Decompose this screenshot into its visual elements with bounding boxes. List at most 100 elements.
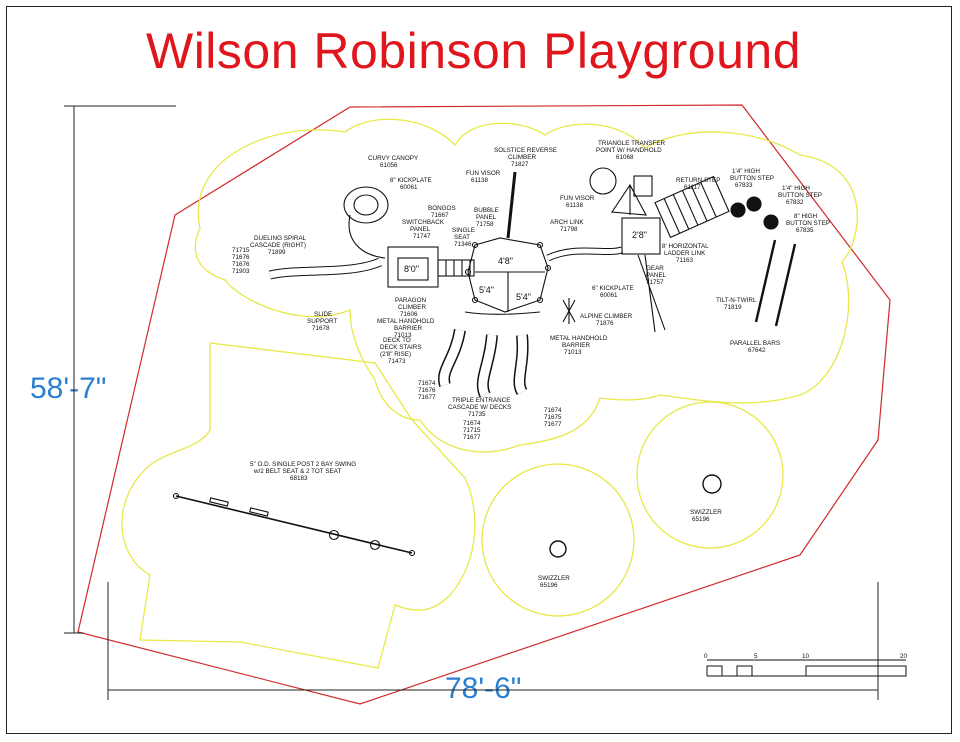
label-line: 8" HIGH bbox=[794, 213, 818, 220]
swizzler-surfacing-right bbox=[636, 401, 784, 549]
label-line: BARRIER bbox=[562, 342, 590, 349]
label-line: BUTTON STEP bbox=[778, 192, 822, 199]
deck-height-label: 4'8" bbox=[498, 256, 513, 266]
scale-label: 20 bbox=[900, 653, 908, 660]
label-line: 71827 bbox=[511, 161, 529, 168]
label-line: SINGLE bbox=[452, 227, 475, 234]
label-line: BUTTON STEP bbox=[730, 175, 774, 182]
label-line: BUTTON STEP bbox=[786, 220, 830, 227]
label-line: 71899 bbox=[268, 249, 286, 256]
label-line: 8" KICKPLATE bbox=[390, 177, 432, 184]
label-line: DUELING SPIRAL bbox=[254, 235, 307, 242]
label-line: 61138 bbox=[471, 177, 489, 184]
label-line: 71758 bbox=[476, 221, 494, 228]
label-line: FUN VISOR bbox=[466, 170, 501, 177]
label-line: SLIDE bbox=[314, 311, 332, 318]
scale-bar bbox=[706, 659, 907, 677]
label-line: RETURN STEP bbox=[676, 177, 720, 184]
label-line: 71013 bbox=[564, 349, 582, 356]
label-line: 71735 bbox=[468, 411, 486, 418]
scale-label: 10 bbox=[802, 653, 810, 660]
play-structure bbox=[268, 167, 797, 398]
label-line: 68183 bbox=[290, 475, 308, 482]
label-line: SWIZZLER bbox=[690, 509, 722, 516]
label-line: TRIPLE ENTRANCE bbox=[452, 397, 510, 404]
label-line: POINT W/ HANDHOLD bbox=[596, 147, 662, 154]
drawing-border bbox=[6, 6, 952, 734]
deck-height-label: 8'0" bbox=[404, 264, 419, 274]
label-line: 71757 bbox=[646, 279, 664, 286]
label-line: PANEL bbox=[646, 272, 667, 279]
label-line: ARCH LINK bbox=[550, 219, 584, 226]
label-line: 71798 bbox=[560, 226, 578, 233]
label-line: SOLSTICE REVERSE bbox=[494, 147, 557, 154]
deck-height-label: 2'8" bbox=[632, 230, 647, 240]
label-line: CLIMBER bbox=[398, 304, 426, 311]
label-line: 71715 bbox=[232, 247, 250, 254]
width-dimension-line bbox=[107, 582, 879, 700]
label-line: 71676 bbox=[232, 261, 250, 268]
label-line: 60061 bbox=[600, 292, 618, 299]
main-structure-surfacing-outline bbox=[194, 118, 858, 453]
label-line: CURVY CANOPY bbox=[368, 155, 419, 162]
label-line: SUPPORT bbox=[307, 318, 337, 325]
wheelchair-icon bbox=[589, 167, 617, 195]
label-line: TRIANGLE TRANSFER bbox=[598, 140, 666, 147]
label-line: BONGOS bbox=[428, 205, 456, 212]
label-line: w/2 BELT SEAT & 2 TOT SEAT bbox=[253, 468, 341, 475]
label-line: 71674 bbox=[544, 407, 562, 414]
swing-surfacing-outline bbox=[121, 342, 476, 669]
label-line: DECK STAIRS bbox=[380, 344, 422, 351]
swizzler-right bbox=[702, 474, 722, 494]
swizzler-left bbox=[549, 540, 567, 558]
label-line: 65196 bbox=[692, 516, 710, 523]
height-dimension-line bbox=[64, 105, 176, 634]
scale-label: 5 bbox=[754, 653, 758, 660]
label-line: 71715 bbox=[463, 427, 481, 434]
label-line: 71903 bbox=[232, 268, 250, 275]
label-line: 6" KICKPLATE bbox=[592, 285, 634, 292]
label-line: 71163 bbox=[676, 257, 694, 264]
label-line: 71606 bbox=[400, 311, 418, 318]
label-line: 71678 bbox=[312, 325, 330, 332]
label-line: 1'4" HIGH bbox=[782, 185, 810, 192]
label-line: 71674 bbox=[418, 380, 436, 387]
label-line: 61117 bbox=[684, 184, 701, 191]
label-line: 61138 bbox=[566, 202, 584, 209]
label-line: FUN VISOR bbox=[560, 195, 595, 202]
label-line: 67833 bbox=[735, 182, 753, 189]
label-line: SWIZZLER bbox=[538, 575, 570, 582]
label-line: 71819 bbox=[724, 304, 742, 311]
label-line: PARALLEL BARS bbox=[730, 340, 780, 347]
label-line: DECK TO bbox=[383, 337, 411, 344]
label-line: 1'4" HIGH bbox=[732, 168, 760, 175]
label-line: GEAR bbox=[646, 265, 664, 272]
label-line: BUBBLE bbox=[474, 207, 499, 214]
label-line: 71676 bbox=[232, 254, 250, 261]
label-line: 71677 bbox=[544, 421, 562, 428]
deck-height-label: 5'4" bbox=[516, 292, 531, 302]
label-line: 5" O.D. SINGLE POST 2 BAY SWING bbox=[250, 461, 356, 468]
site-boundary bbox=[77, 104, 891, 705]
width-dimension-label: 78'-6" bbox=[445, 672, 522, 705]
label-line: 71473 bbox=[388, 358, 406, 365]
label-line: ALPINE CLIMBER bbox=[580, 313, 633, 320]
label-line: 71677 bbox=[463, 434, 481, 441]
label-line: 61068 bbox=[616, 154, 634, 161]
label-line: CLIMBER bbox=[508, 154, 536, 161]
label-line: 71677 bbox=[418, 394, 436, 401]
label-line: LADDER LINK bbox=[664, 250, 706, 257]
scale-bar-labels: 0 5 10 20 bbox=[704, 653, 908, 660]
swizzler-surfacing-left bbox=[481, 463, 635, 617]
label-line: 71674 bbox=[463, 420, 481, 427]
label-line: (2'8" RISE) bbox=[380, 351, 411, 358]
label-line: 8' HORIZONTAL bbox=[662, 243, 709, 250]
label-line: 65196 bbox=[540, 582, 558, 589]
label-line: 71346 bbox=[454, 241, 472, 248]
label-line: SEAT bbox=[454, 234, 470, 241]
label-line: PANEL bbox=[410, 226, 431, 233]
deck-height-label: 5'4" bbox=[479, 285, 494, 295]
scale-label: 0 bbox=[704, 653, 708, 660]
label-line: SWITCHBACK bbox=[402, 219, 445, 226]
